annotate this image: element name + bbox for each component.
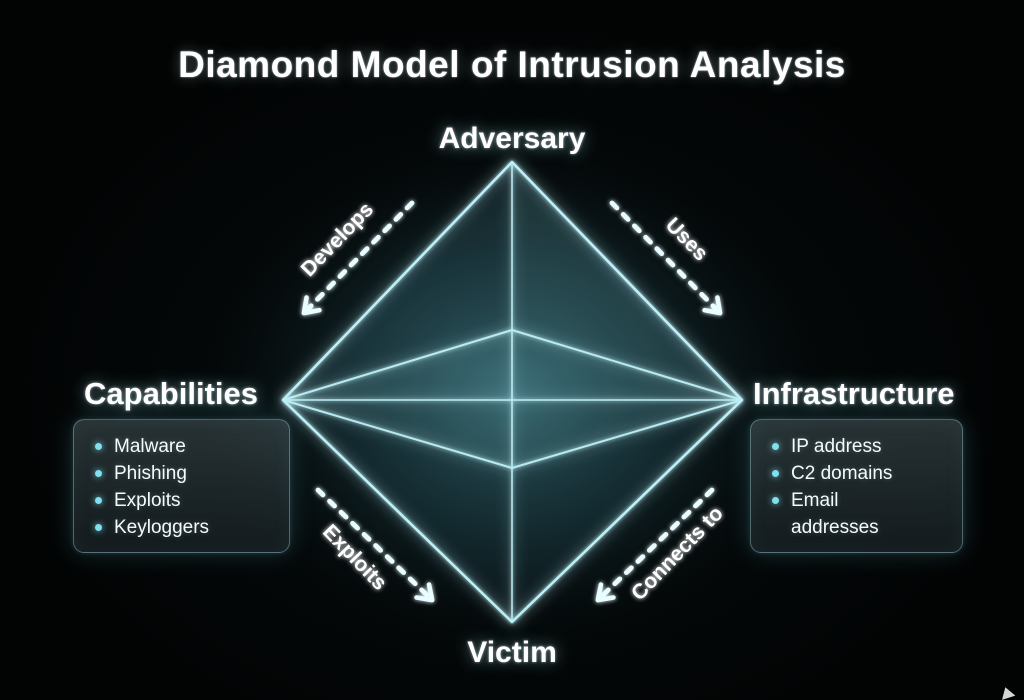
list-item-label: Exploits [114, 490, 181, 511]
bullet-icon [95, 497, 102, 504]
list-item: C2 domains [765, 460, 948, 487]
list-item-label: Malware [114, 436, 186, 457]
list-item: Email addresses [765, 487, 948, 541]
page-title: Diamond Model of Intrusion Analysis [178, 44, 846, 85]
bullet-icon [772, 443, 779, 450]
capabilities-box: Malware Phishing Exploits Keyloggers [73, 419, 290, 553]
list-item: Malware [88, 433, 275, 460]
bullet-icon [95, 470, 102, 477]
bullet-icon [95, 524, 102, 531]
list-item: Keyloggers [88, 514, 275, 541]
uses-arrow [609, 200, 723, 316]
bullet-icon [772, 470, 779, 477]
node-label-adversary: Adversary [438, 122, 586, 155]
diamond-edges [281, 160, 744, 624]
node-label-capabilities: Capabilities [84, 376, 258, 411]
node-label-infrastructure: Infrastructure [753, 376, 955, 411]
list-item-label: Email addresses [791, 490, 879, 538]
list-item-label: IP address [791, 436, 882, 457]
develops-arrow [301, 200, 415, 316]
list-item: Phishing [88, 460, 275, 487]
list-item-label: C2 domains [791, 463, 893, 484]
list-item-label: Keyloggers [114, 517, 210, 538]
exploits-arrow [315, 487, 435, 603]
list-item: Exploits [88, 487, 275, 514]
infrastructure-list: IP address C2 domains Email addresses [765, 433, 948, 541]
list-item: IP address [765, 433, 948, 460]
relationship-arrows [301, 200, 723, 603]
capabilities-list: Malware Phishing Exploits Keyloggers [88, 433, 275, 541]
bullet-icon [95, 443, 102, 450]
connects-to-arrow [595, 487, 715, 603]
bullet-icon [772, 497, 779, 504]
infrastructure-box: IP address C2 domains Email addresses [750, 419, 963, 553]
node-label-victim: Victim [467, 636, 557, 669]
list-item-label: Phishing [114, 463, 187, 484]
